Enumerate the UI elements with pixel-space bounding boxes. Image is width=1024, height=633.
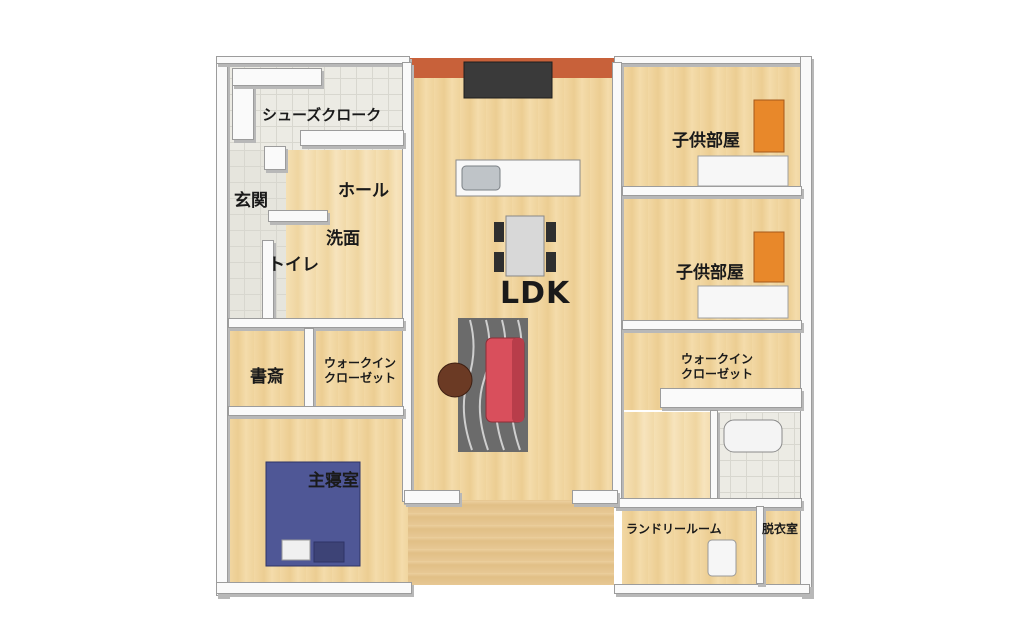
room-label-wic-east: ウォークイン クローゼット	[680, 352, 753, 381]
wic-east-shelf	[660, 388, 802, 408]
room-label-laundry: ランドリールーム	[626, 522, 722, 536]
room-label-ldk: LDK	[500, 276, 571, 311]
study-floor	[228, 325, 310, 411]
entrance-floor	[228, 150, 286, 320]
room-label-washroom: 洗面	[326, 229, 360, 249]
ldk-opening-right	[572, 490, 618, 504]
pillow-1	[281, 539, 311, 561]
kids-bed-1	[697, 155, 789, 187]
kids-bed-2	[697, 285, 789, 319]
kitchen-sink	[461, 165, 501, 191]
hall-floor	[286, 150, 406, 322]
wic-west-floor	[312, 325, 404, 411]
dining-chair-2	[494, 252, 504, 272]
deck-floor	[408, 500, 614, 585]
room-label-shoes-closet: シューズクローク	[262, 106, 382, 124]
dining-table	[505, 215, 545, 277]
dining-chair-4	[546, 252, 556, 272]
study-wall-north	[228, 318, 404, 328]
kids-desk-1	[753, 99, 785, 153]
washing-machine	[707, 539, 737, 577]
kids-wall-2	[622, 320, 802, 330]
kids-desk-2	[753, 231, 785, 283]
kitchen-back-counter	[463, 61, 553, 99]
outer-wall-north-west	[216, 56, 410, 64]
room-label-kids-room-1: 子供部屋	[672, 131, 740, 151]
pillow-2	[313, 541, 345, 563]
toilet-wall	[268, 210, 328, 222]
room-label-toilet: トイレ	[268, 255, 319, 275]
room-label-hall: ホール	[338, 181, 389, 201]
outer-wall-south-east	[614, 584, 810, 594]
bedroom-wall-north	[228, 406, 404, 416]
room-label-kids-room-2: 子供部屋	[676, 263, 744, 283]
dressing-floor	[758, 506, 802, 584]
dining-chair-3	[546, 222, 556, 242]
room-label-wic-west: ウォークイン クローゼット	[323, 356, 396, 385]
dressing-divider	[756, 506, 764, 584]
coffee-table	[437, 362, 473, 398]
room-label-dressing: 脱衣室	[762, 522, 799, 536]
shoes-closet-divider	[300, 130, 404, 146]
entrance-wall	[264, 146, 286, 170]
shoes-closet-shelf-top	[232, 68, 322, 86]
bathtub	[723, 419, 783, 453]
dining-chair-1	[494, 222, 504, 242]
ldk-opening-left	[404, 490, 460, 504]
bathroom-floor	[624, 412, 714, 504]
room-label-master-bedroom: 主寝室	[308, 471, 359, 491]
outer-wall-south-west	[216, 582, 412, 594]
sofa-back	[512, 338, 524, 422]
room-label-entrance: 玄関	[234, 191, 268, 211]
room-label-study: 書斎	[250, 367, 284, 387]
